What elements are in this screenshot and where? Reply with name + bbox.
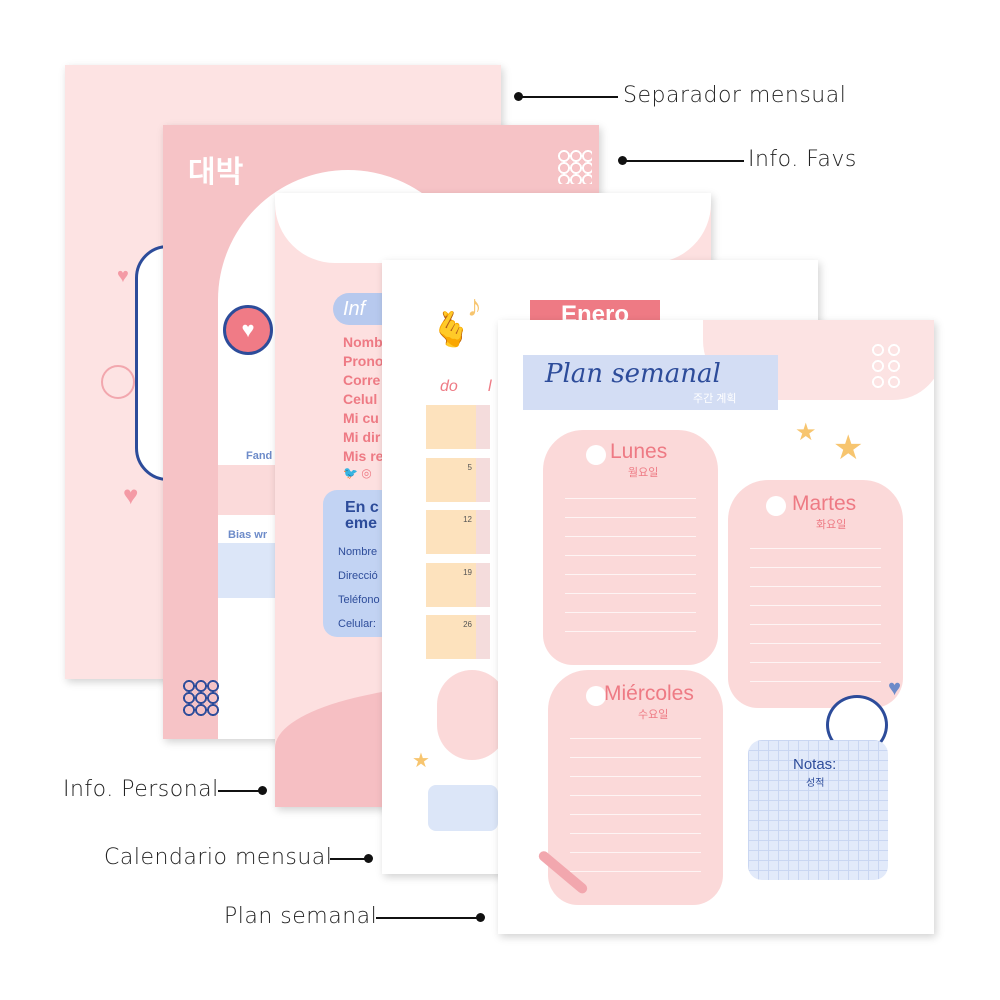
callout-dot: [476, 913, 485, 922]
day-box-miercoles[interactable]: [548, 670, 723, 905]
label-separador-mensual: Separador mensual: [623, 83, 847, 108]
day-box-lunes[interactable]: [543, 430, 718, 665]
callout-line: [218, 790, 262, 792]
label-plan-semanal: Plan semanal: [224, 904, 378, 929]
label-info-personal: Info. Personal: [63, 777, 219, 802]
personal-fields: Nomb Prono Corre Celul Mi cu Mi dir Mis …: [343, 333, 383, 480]
star-icon: ★: [412, 750, 430, 772]
day-name-miercoles: Miércoles: [604, 682, 694, 705]
fandom-box: [218, 465, 278, 515]
emergency-nombre: Nombre: [338, 546, 378, 558]
field-celular: Celul: [343, 391, 378, 407]
callout-line: [376, 917, 480, 919]
heart-icon: ♥: [888, 675, 902, 700]
calendar-cell[interactable]: 19: [426, 563, 476, 607]
dots-icon: [558, 150, 592, 184]
calendar-cell[interactable]: 12: [426, 510, 476, 554]
calendar-cell[interactable]: 5: [426, 458, 476, 502]
day-kor-martes: 화요일: [816, 519, 847, 531]
heart-icon: ♥: [123, 480, 139, 510]
label-info-favs: Info. Favs: [748, 147, 857, 172]
day-name-lunes: Lunes: [610, 440, 668, 463]
day-box-martes[interactable]: [728, 480, 903, 708]
emergency-direccion: Direcció: [338, 570, 378, 582]
page-plan-semanal: Plan semanal 주간 계획 ★ ★ Lunes 월요일 Martes …: [498, 320, 934, 934]
callout-dot: [258, 786, 267, 795]
notes-label: Notas:: [793, 756, 837, 773]
cloud-decoration: [437, 670, 507, 760]
notes-box[interactable]: Notas: 성적: [748, 740, 888, 880]
day-header-do: do: [440, 378, 458, 395]
heart-icon: ♥: [117, 265, 129, 287]
flower-icon: [101, 365, 135, 399]
star-icon: ★: [795, 419, 817, 446]
plan-subtitle: 주간 계획: [693, 393, 737, 405]
social-icons: 🐦 ◎: [343, 466, 372, 480]
title-tape: Plan semanal 주간 계획: [523, 355, 778, 410]
field-pronombres: Prono: [343, 353, 384, 369]
plan-title: Plan semanal: [545, 359, 721, 389]
field-mi-direccion: Mi dir: [343, 429, 381, 445]
cloud-header: [275, 193, 711, 263]
field-mis-redes: Mis re: [343, 448, 384, 464]
dots-icon: [870, 342, 904, 392]
callout-line: [518, 96, 618, 98]
circle-icon: [586, 686, 606, 706]
bias-label: Bias wr: [228, 529, 268, 541]
day-kor-lunes: 월요일: [628, 467, 659, 479]
day-header-lu: l: [488, 378, 492, 395]
callout-line: [622, 160, 744, 162]
notes-kor: 성적: [806, 778, 825, 789]
emergency-celular: Celular:: [338, 618, 376, 630]
callout-line: [330, 858, 368, 860]
star-icon: ★: [833, 429, 864, 467]
music-note-icon: ♪: [467, 290, 482, 323]
field-correo: Corre: [343, 372, 381, 388]
finger-heart-icon: 🫰: [430, 311, 473, 349]
circle-icon: [766, 496, 786, 516]
field-nombre: Nomb: [343, 334, 383, 350]
emergency-title-2: eme: [345, 515, 378, 532]
favs-title: 대박: [188, 156, 244, 189]
info-title: Inf: [343, 298, 366, 320]
heart-badge-icon: ♥: [223, 305, 273, 355]
calendar-cell[interactable]: [426, 405, 476, 449]
notes-box: [428, 785, 498, 831]
calendar-cell[interactable]: 26: [426, 615, 476, 659]
emergency-title: En c: [345, 499, 379, 516]
bias-box: [218, 543, 278, 598]
label-calendario-mensual: Calendario mensual: [104, 845, 333, 870]
fandom-label: Fand: [246, 450, 273, 462]
field-mi-cumple: Mi cu: [343, 410, 379, 426]
callout-dot: [364, 854, 373, 863]
day-kor-miercoles: 수요일: [638, 709, 669, 721]
circle-icon: [586, 445, 606, 465]
day-name-martes: Martes: [792, 492, 857, 515]
emergency-telefono: Teléfono: [338, 594, 380, 606]
dots-icon: [183, 680, 219, 716]
